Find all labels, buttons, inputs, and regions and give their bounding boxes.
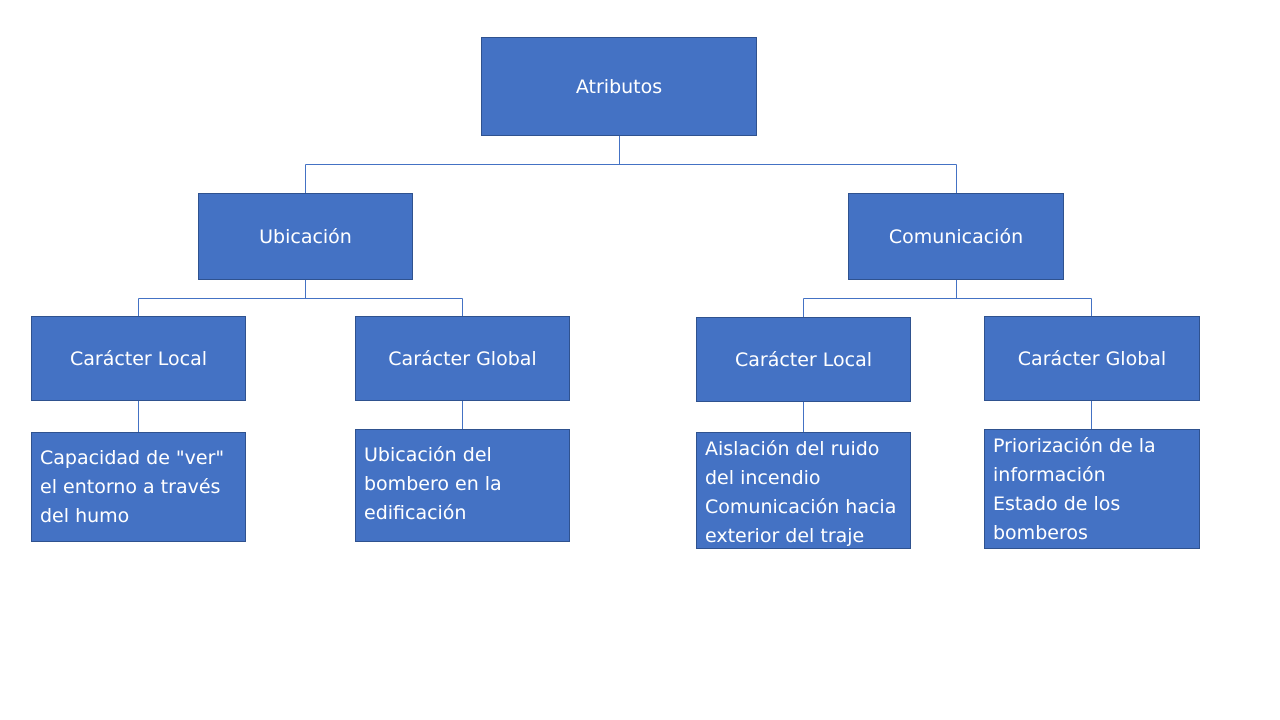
- detail-line: bomberos: [993, 522, 1088, 544]
- node-comunicacion-caracter-local-label: Carácter Local: [734, 348, 873, 371]
- detail-ubicacion-global: Ubicación del bombero en la edificación: [355, 429, 570, 542]
- detail-line: exterior del traje: [705, 525, 865, 547]
- detail-line: edificación: [364, 502, 467, 524]
- detail-line: Capacidad de "ver": [40, 447, 225, 469]
- detail-line: Aislación del ruido: [705, 438, 880, 460]
- node-comunicacion-caracter-global: Carácter Global: [984, 316, 1200, 401]
- node-comunicacion-label: Comunicación: [888, 225, 1024, 248]
- node-ubicacion: Ubicación: [198, 193, 413, 280]
- node-ubicacion-caracter-local: Carácter Local: [31, 316, 246, 401]
- node-comunicacion-caracter-global-label: Carácter Global: [1017, 347, 1167, 370]
- node-atributos-label: Atributos: [575, 75, 663, 98]
- detail-line: Priorización de la: [993, 435, 1156, 457]
- detail-comunicacion-global: Priorización de la información Estado de…: [984, 429, 1200, 549]
- detail-line: del humo: [40, 505, 130, 527]
- detail-comunicacion-local: Aislación del ruido del incendio Comunic…: [696, 432, 911, 549]
- node-ubicacion-caracter-global: Carácter Global: [355, 316, 570, 401]
- node-comunicacion-caracter-local: Carácter Local: [696, 317, 911, 402]
- node-ubicacion-caracter-local-label: Carácter Local: [69, 347, 208, 370]
- detail-ubicacion-local: Capacidad de "ver" el entorno a través d…: [31, 432, 246, 542]
- detail-line: del incendio: [705, 467, 821, 489]
- node-ubicacion-label: Ubicación: [259, 225, 352, 248]
- detail-line: Estado de los: [993, 493, 1121, 515]
- node-atributos: Atributos: [481, 37, 757, 136]
- detail-line: el entorno a través: [40, 476, 221, 498]
- detail-line: Comunicación hacia: [705, 496, 897, 518]
- node-ubicacion-caracter-global-label: Carácter Global: [388, 347, 537, 370]
- detail-line: Ubicación del: [364, 444, 492, 466]
- detail-line: bombero en la: [364, 473, 502, 495]
- node-comunicacion: Comunicación: [848, 193, 1064, 280]
- detail-line: información: [993, 464, 1106, 486]
